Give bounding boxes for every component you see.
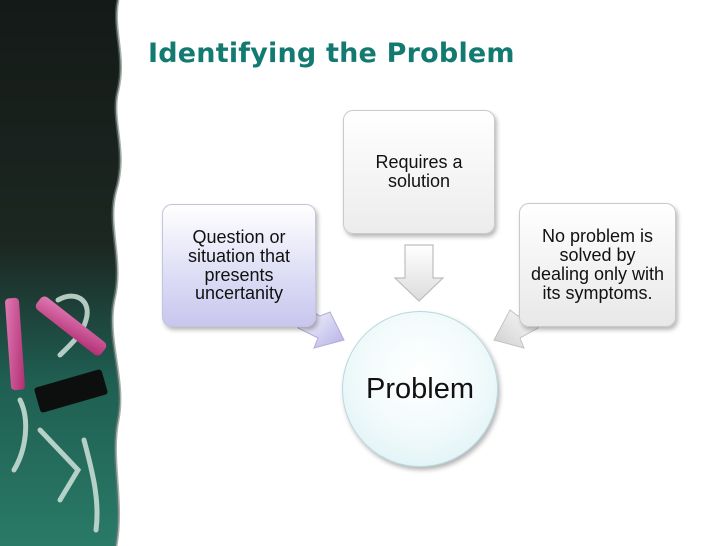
node-top-label: Requires a solution (375, 152, 463, 191)
chalkboard-strip (0, 0, 121, 546)
arrow-top-to-center (393, 244, 445, 302)
node-left-label: Question or situation that presents unce… (187, 226, 291, 304)
pink-chalk-sticks (5, 296, 107, 391)
eraser (34, 369, 108, 413)
slide-title: Identifying the Problem (148, 38, 515, 69)
center-node-problem: Problem (342, 311, 498, 467)
node-right-label: No problem is solved by dealing only wit… (530, 226, 665, 303)
chalkboard-edge (110, 0, 122, 546)
node-right: No problem is solved by dealing only wit… (519, 203, 676, 327)
node-top: Requires a solution (343, 110, 495, 234)
chalk-scribbles (11, 293, 100, 533)
center-node-label: Problem (366, 372, 474, 405)
node-left: Question or situation that presents unce… (162, 204, 316, 327)
